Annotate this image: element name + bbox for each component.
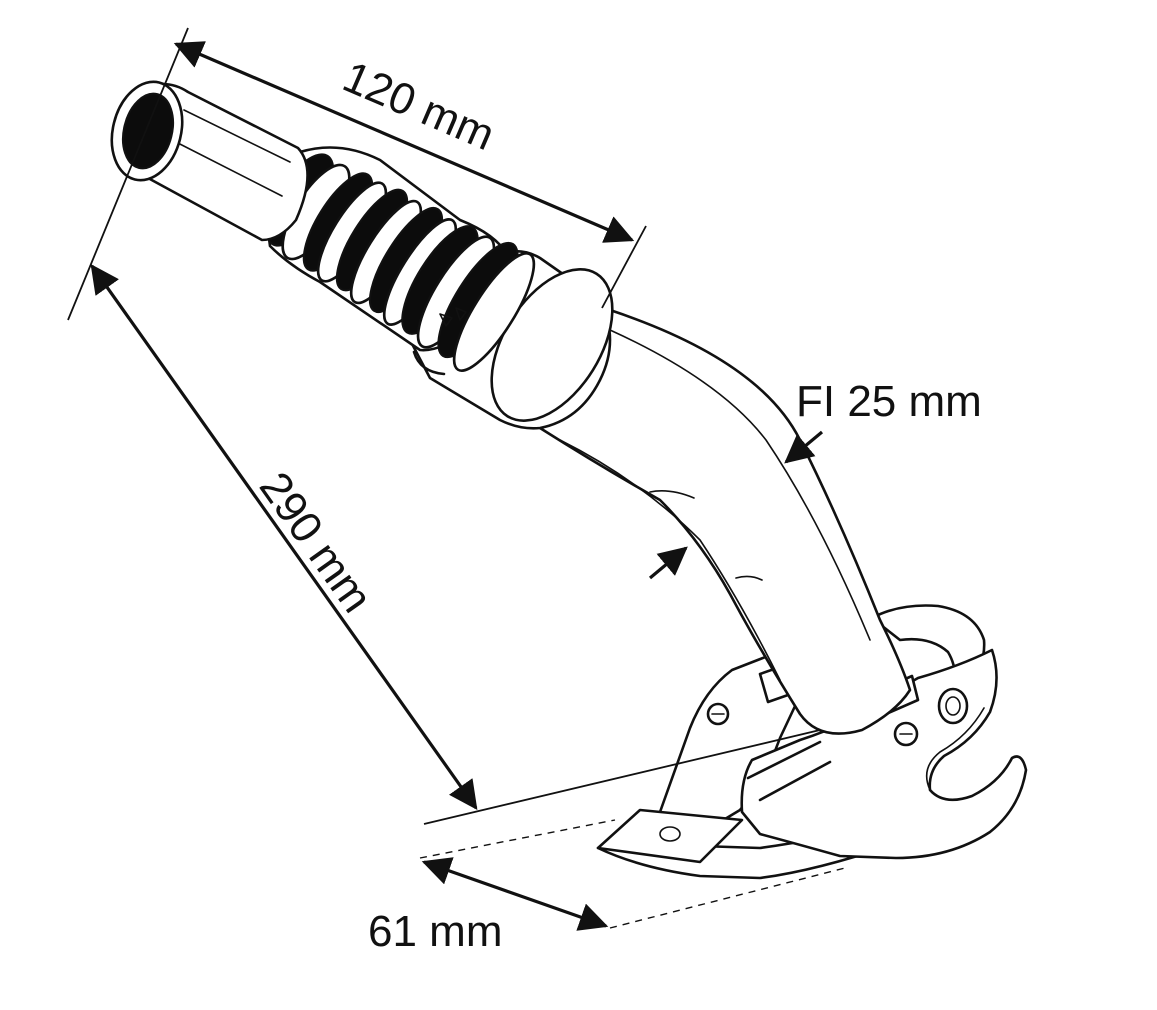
lever-tab-hole <box>659 826 681 842</box>
label-inner-diameter: FI 25 mm <box>796 377 982 426</box>
clamp-base <box>419 604 1028 929</box>
ground-guide-front <box>609 867 846 929</box>
tube-seam <box>649 490 763 581</box>
ext-line-base <box>423 729 821 825</box>
ext-line-tip-end <box>601 225 647 309</box>
label-base-width: 61 mm <box>368 907 502 956</box>
hinge-pin-cap <box>945 696 961 716</box>
dim-arrow-diameter-bottom <box>648 546 688 580</box>
cross-brace <box>746 740 832 802</box>
dim-arrow-total-length <box>90 264 478 810</box>
dimension-inner-diameter: FI 25 mm <box>648 377 982 580</box>
label-total-length: 290 mm <box>250 463 382 621</box>
lever-tab <box>596 808 744 864</box>
dim-arrow-diameter-top <box>784 430 824 464</box>
label-tip-length: 120 mm <box>336 52 501 160</box>
dim-arrow-tip-length <box>173 41 635 243</box>
tube-highlight-top <box>609 329 871 641</box>
ground-guide-back <box>419 819 616 859</box>
tip-mouth-opening <box>121 92 175 170</box>
dimension-base-width: 61 mm <box>368 857 609 956</box>
hook-inner-edge <box>925 707 985 791</box>
tube-highlight-bottom <box>559 439 781 681</box>
ext-line-tip-start <box>67 27 189 321</box>
spout-tip <box>110 80 309 242</box>
dim-arrow-base-width <box>421 857 609 931</box>
hinge-pin <box>937 687 969 725</box>
